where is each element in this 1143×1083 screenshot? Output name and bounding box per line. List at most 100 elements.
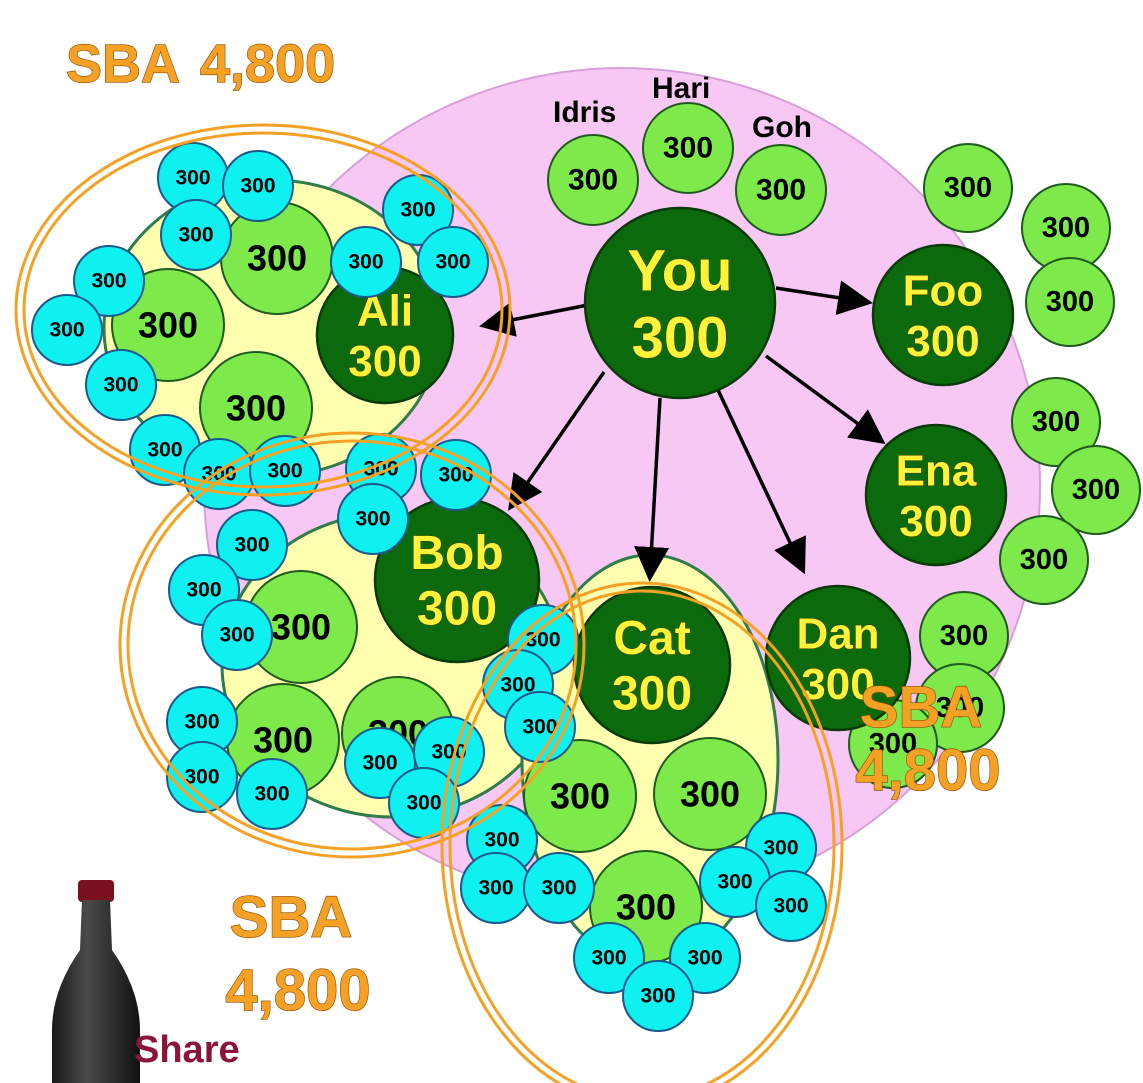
downline-node [523,852,595,924]
member-node-value: 300 [568,164,618,197]
downline-node [160,199,232,271]
downline-node-value: 300 [186,579,221,602]
downline-node-value: 300 [773,895,808,918]
downline-node [85,349,157,421]
foo-name: Foo [903,266,984,315]
member-node-value: 300 [940,620,988,652]
member-node [999,515,1089,605]
member-node-value: 300 [944,172,992,204]
downline-node-value: 300 [438,464,473,487]
sba-ring-cat [440,581,844,1083]
share-label: Share [134,1029,240,1071]
downline-node [201,599,273,671]
member-node-value: 300 [247,238,307,279]
downline-node-value: 300 [240,175,275,198]
member-node [523,739,637,853]
downline-node-value: 300 [254,783,289,806]
member-node-value: 300 [550,776,610,817]
member-node-value: 300 [271,607,331,648]
member-node-value: 300 [1042,212,1090,244]
downline-node-value: 300 [687,947,722,970]
downline-node [216,509,288,581]
downline-node-value: 300 [640,985,675,1008]
member-node-value: 300 [1046,286,1094,318]
downline-node-value: 300 [234,534,269,557]
downline-node [417,226,489,298]
dan-node [764,584,912,732]
downline-node-value: 300 [591,947,626,970]
downline-node [73,245,145,317]
downline-node [755,870,827,942]
downline-node [166,741,238,813]
dan-name: Dan [796,609,879,658]
downline-node-value: 300 [103,374,138,397]
downline-node-value: 300 [175,167,210,190]
downline-node-value: 300 [763,837,798,860]
downline-node [236,758,308,830]
cat-amount: 300 [612,667,692,720]
member-node-value: 300 [226,388,286,429]
downline-node-value: 300 [717,871,752,894]
downline-node-value: 300 [184,766,219,789]
ena-amount: 300 [899,497,972,546]
member-node-value: 300 [680,774,740,815]
dan-amount: 300 [801,660,874,709]
you-name: You [627,239,732,304]
downline-node [330,226,402,298]
sba-label-right: SBA 4,800 [855,675,1000,803]
member-node [923,143,1013,233]
member-node-value: 300 [663,132,713,165]
ena-name: Ena [896,446,977,495]
downline-node [337,483,409,555]
member-node [642,102,734,194]
you-node [583,206,777,400]
member-node-value: 300 [756,174,806,207]
sba-label-left: SBA 4,800 [225,885,370,1023]
foo-node [871,243,1015,387]
member-node-value: 300 [869,728,917,760]
member-node-value: 300 [1020,544,1068,576]
downline-node [249,435,321,507]
downline-node-value: 300 [355,508,390,531]
idris-label: Idris [553,96,616,129]
foo-amount: 300 [906,317,979,366]
downline-node [222,150,294,222]
hari-label: Hari [652,72,710,105]
sba-ring-ali [14,123,512,497]
downline-node-value: 300 [91,270,126,293]
ena-node [864,423,1008,567]
downline-node-value: 300 [267,460,302,483]
downline-node-value: 300 [201,463,236,486]
downline-node-value: 300 [400,199,435,222]
downline-node-value: 300 [478,877,513,900]
member-node-value: 300 [253,720,313,761]
member-node-value: 300 [138,305,198,346]
you-amount: 300 [632,305,729,370]
downline-node-value: 300 [362,752,397,775]
member-node [735,144,827,236]
sba-ring-bob [118,431,586,859]
member-node-value: 300 [936,692,984,724]
member-node-value: 300 [1072,474,1120,506]
downline-node-value: 300 [178,224,213,247]
member-node-value: 300 [616,887,676,928]
downline-node-value: 300 [541,877,576,900]
bob-name: Bob [410,527,503,580]
downline-node-value: 300 [348,251,383,274]
downline-node-value: 300 [219,624,254,647]
downline-node [573,922,645,994]
downline-node [31,294,103,366]
downline-node-value: 300 [49,319,84,342]
goh-label: Goh [752,111,812,144]
downline-node [622,960,694,1032]
downline-node-value: 300 [184,711,219,734]
member-node [547,134,639,226]
bob-amount: 300 [417,582,497,635]
wine-bottle-icon [52,880,140,1083]
ali-amount: 300 [348,337,421,386]
member-node [1011,377,1101,467]
member-node [653,737,767,851]
